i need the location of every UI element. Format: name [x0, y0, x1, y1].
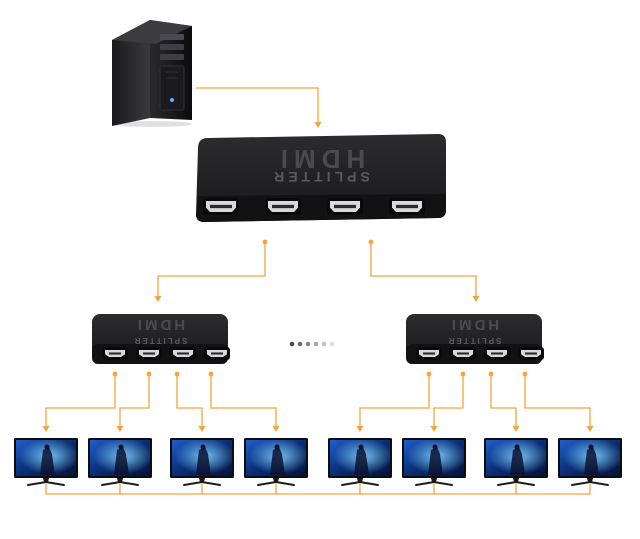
main-splitter-port-3 [327, 198, 363, 215]
sub-splitter-left-logo-text: HDMI [135, 316, 185, 333]
cable-main-to-right [370, 242, 477, 296]
monitor-6 [402, 438, 466, 486]
ellipsis-dot-2 [297, 341, 303, 347]
ellipsis-dot-3 [305, 341, 311, 347]
cable-pc-arrow [314, 122, 322, 128]
monitor-neck [357, 478, 363, 482]
sub-splitter-right-port-3 [484, 347, 510, 360]
cables [42, 87, 594, 495]
main-splitter-port-4 [389, 198, 425, 215]
main-splitter-port-1 [203, 198, 239, 215]
monitor-4 [244, 438, 308, 486]
monitor-stand [341, 480, 379, 486]
cable-monitor-arrow-5 [356, 426, 364, 432]
monitor-neck [587, 478, 593, 482]
sub-splitter-left-model-text: SPLITTER [133, 336, 188, 345]
monitor-8 [558, 438, 622, 486]
cable-pc-to-main [196, 87, 319, 122]
sub-splitter-right-port-1 [416, 347, 442, 360]
sub-splitter-left-ports [102, 347, 230, 360]
main-splitter-port-2 [265, 198, 301, 215]
main-splitter-model-text: SPLITTER [270, 169, 370, 185]
cable-monitor-arrow-8 [586, 426, 594, 432]
monitor-2 [88, 438, 152, 486]
sub-splitter-left-port-2 [136, 347, 162, 360]
monitor-stand [27, 480, 65, 486]
monitor-neck [43, 478, 49, 482]
sub-splitter-left: SPLITTER HDMI [92, 314, 230, 364]
sub-splitter-right-port-2 [450, 347, 476, 360]
cable-main-left-arrow [154, 296, 162, 302]
monitor-neck [273, 478, 279, 482]
cable-monitor-arrow-7 [512, 426, 520, 432]
monitor-stand [101, 480, 139, 486]
cable-monitor-arrow-6 [430, 426, 438, 432]
monitor-stand [257, 480, 295, 486]
monitor-1 [14, 438, 78, 486]
ellipsis-dot-4 [313, 341, 319, 347]
monitor-stand [415, 480, 453, 486]
cable-to-monitor-8 [524, 374, 591, 426]
monitor-neck [431, 478, 437, 482]
monitor-neck [513, 478, 519, 482]
cable-monitor-arrow-2 [116, 426, 124, 432]
cable-to-monitor-6 [433, 374, 464, 426]
monitor-neck [199, 478, 205, 482]
ellipsis-dot-6 [329, 341, 335, 347]
sub-splitter-right: SPLITTER HDMI [406, 314, 544, 364]
monitor-row [14, 438, 622, 486]
monitor-stand [571, 480, 609, 486]
monitor-figure-icon [40, 447, 55, 475]
monitor-bus-line [45, 484, 591, 495]
monitor-5 [328, 438, 392, 486]
cable-main-to-left [157, 242, 266, 296]
ellipsis-dot-1 [289, 341, 295, 347]
monitor-figure-icon [428, 447, 443, 475]
monitor-figure-icon [354, 447, 369, 475]
monitor-figure-icon [584, 447, 599, 475]
monitor-stand [183, 480, 221, 486]
cable-to-monitor-3 [176, 374, 203, 426]
main-splitter-ports [203, 198, 425, 215]
monitor-figure-icon [510, 447, 525, 475]
monitor-3 [170, 438, 234, 486]
cable-main-right-arrow [472, 296, 480, 302]
pc-tower-icon [112, 20, 192, 127]
sub-splitter-left-port-3 [170, 347, 196, 360]
cable-to-monitor-5 [359, 374, 430, 426]
sub-splitter-right-logo-text: HDMI [449, 316, 499, 333]
cable-to-monitor-4 [210, 374, 277, 426]
ellipsis-dot-5 [321, 341, 327, 347]
main-splitter: SPLITTER HDMI [196, 134, 446, 222]
monitor-figure-icon [270, 447, 285, 475]
monitor-neck [117, 478, 123, 482]
monitor-figure-icon [114, 447, 129, 475]
sub-splitter-right-port-4 [518, 347, 544, 360]
cable-to-monitor-2 [119, 374, 150, 426]
cable-monitor-arrow-4 [272, 426, 280, 432]
cable-monitor-arrow-1 [42, 426, 50, 432]
sub-splitter-left-port-4 [204, 347, 230, 360]
sub-splitter-right-ports [416, 347, 544, 360]
sub-splitter-left-port-1 [102, 347, 128, 360]
monitor-figure-icon [196, 447, 211, 475]
main-splitter-logo-text: HDMI [275, 144, 365, 174]
more-splitters-ellipsis [289, 341, 335, 347]
cable-monitor-arrow-3 [198, 426, 206, 432]
cable-to-monitor-1 [45, 374, 116, 426]
monitor-stand [497, 480, 535, 486]
cable-to-monitor-7 [490, 374, 517, 426]
monitor-7 [484, 438, 548, 486]
sub-splitter-right-model-text: SPLITTER [447, 336, 502, 345]
